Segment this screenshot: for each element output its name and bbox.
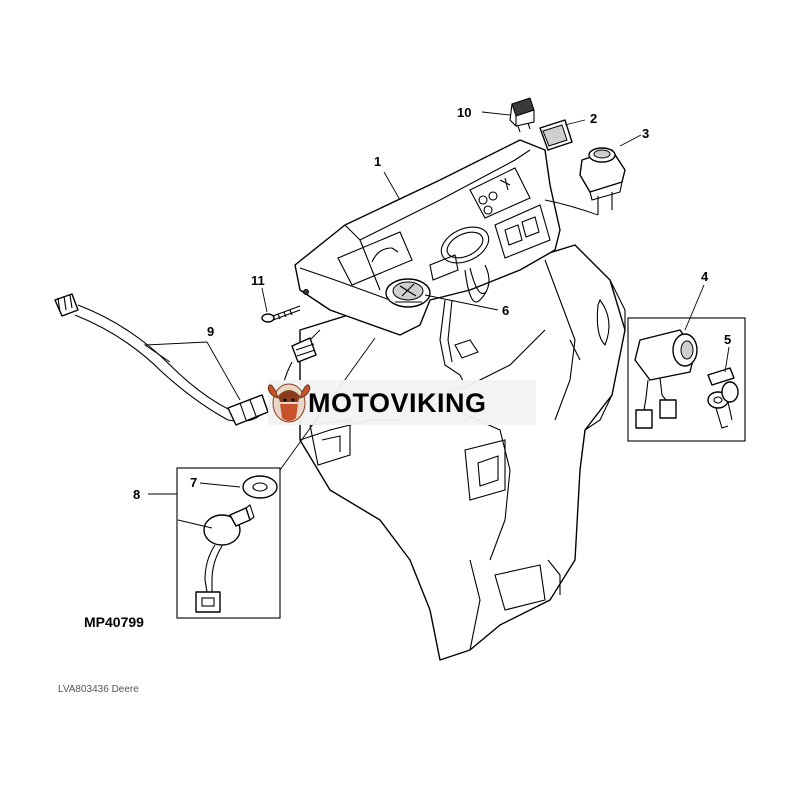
wire-harness — [439, 264, 490, 386]
viking-logo-icon — [267, 383, 311, 423]
callout-11: 11 — [251, 273, 265, 288]
part-3-switch — [544, 147, 626, 216]
watermark-background — [268, 380, 536, 425]
watermark-banner: MOTOVIKING — [267, 380, 536, 425]
callout-2: 2 — [590, 111, 597, 126]
callout-7: 7 — [190, 475, 197, 490]
leader-lines — [143, 111, 730, 529]
callout-10: 10 — [457, 105, 471, 120]
callout-1: 1 — [374, 154, 381, 169]
watermark-text: MOTOVIKING — [308, 388, 487, 418]
callout-9: 9 — [207, 324, 214, 339]
figure-reference: MP40799 — [84, 614, 144, 630]
part-4-box — [627, 317, 746, 442]
light-switch — [385, 278, 431, 308]
part-10-switch — [509, 97, 535, 133]
callout-6: 6 — [502, 303, 509, 318]
part-8-box — [176, 467, 281, 619]
callout-labels: 1 2 3 4 5 6 7 8 9 10 11 — [133, 105, 731, 502]
part-9-cable — [54, 293, 321, 426]
callout-5: 5 — [724, 332, 731, 347]
part-2-lens — [539, 119, 573, 151]
callout-4: 4 — [701, 269, 709, 284]
part-11-screw — [261, 305, 301, 323]
source-caption: LVA803436 Deere — [58, 684, 139, 695]
callout-8: 8 — [133, 487, 140, 502]
callout-3: 3 — [642, 126, 649, 141]
